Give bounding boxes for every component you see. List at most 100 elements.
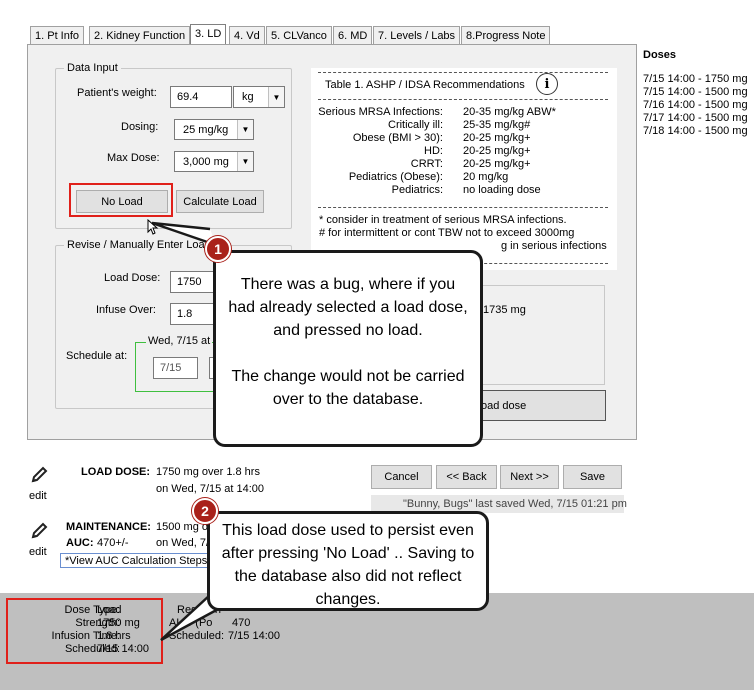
dose-item: 7/18 14:00 - 1500 mg — [643, 125, 748, 137]
scheduled-2-value: 7/15 14:00 — [228, 630, 280, 642]
infusion-time-label: Infusion Time: — [51, 630, 120, 642]
load-summary-group — [481, 285, 605, 385]
load-dose-input[interactable]: 1750 — [170, 271, 215, 293]
revise-legend: Revise / Manually Enter Load — [67, 239, 211, 251]
callout-1-text-b: The change would not be carried over to … — [231, 368, 465, 408]
callout-1: There was a bug, where if you had alread… — [213, 250, 483, 447]
tab-vd[interactable]: 4. Vd — [229, 26, 265, 45]
weight-label: Patient's weight: — [77, 87, 157, 99]
callout-2-text: This load dose used to persist even afte… — [221, 522, 475, 608]
scheduled-value: 7/15 14:00 — [97, 643, 149, 655]
dosing-value: 25 mg/kg — [183, 124, 229, 136]
edit-load-link[interactable]: edit — [29, 490, 47, 502]
cancel-button[interactable]: Cancel — [371, 465, 432, 489]
tab-progress-note[interactable]: 8.Progress Note — [461, 26, 551, 45]
scheduled-2-label: Scheduled: — [169, 630, 225, 642]
table1-row-value: no loading dose — [463, 184, 541, 196]
table1-footnote: # for intermittent or cont TBW not to ex… — [319, 227, 575, 239]
schedule-at-label: Schedule at: — [66, 350, 128, 362]
table1-rule-top — [318, 72, 608, 73]
load-dose-summary-line2: on Wed, 7/15 at 14:00 — [156, 483, 265, 495]
table1-footnote: * consider in treatment of serious MRSA … — [319, 214, 567, 226]
dose-item: 7/15 14:00 - 1750 mg — [643, 73, 748, 85]
callout-2: This load dose used to persist even afte… — [207, 511, 489, 611]
table1-row-label: Critically ill: — [388, 119, 443, 131]
last-saved-text: "Bunny, Bugs" last saved Wed, 7/15 01:21… — [403, 498, 627, 510]
dosing-label: Dosing: — [121, 121, 159, 133]
table1-footnote: g in serious infections — [501, 240, 607, 252]
strength-value: 1750 mg — [97, 617, 140, 629]
table1-row-value: 25-35 mg/kg# — [463, 119, 531, 131]
next-button[interactable]: Next >> — [500, 465, 559, 489]
data-input-legend: Data Input — [67, 62, 118, 74]
dose-type-value: Load — [97, 604, 122, 616]
schedule-date-input[interactable]: 7/15 — [153, 357, 198, 379]
no-load-highlight — [69, 183, 173, 217]
table1-row-value: 20-25 mg/kg+ — [463, 132, 531, 144]
load-dose-label: Load Dose: — [104, 272, 161, 284]
tab-kidney-function[interactable]: 2. Kidney Function — [89, 26, 191, 45]
dose-type-label: Dose Type: — [64, 604, 120, 616]
back-button[interactable]: << Back — [436, 465, 497, 489]
weight-unit-select[interactable]: kg ▼ — [233, 86, 285, 108]
table1-row-label: Pediatrics (Obese): — [348, 171, 443, 183]
tab-levels-labs[interactable]: 7. Levels / Labs — [373, 26, 461, 45]
cursor-arrow-icon — [147, 218, 159, 235]
no-load-button[interactable]: No Load — [76, 190, 168, 213]
maintenance-summary-line1: 1500 mg ov — [156, 521, 214, 533]
doses-title: Doses — [643, 49, 677, 61]
tab-ld[interactable]: 3. LD — [190, 24, 227, 45]
tab-pt-info[interactable]: 1. Pt Info — [30, 26, 85, 45]
schedule-group-label: Wed, 7/15 at — [146, 335, 213, 347]
dose-item: 7/16 14:00 - 1500 mg — [643, 99, 748, 111]
tab-clvanco[interactable]: 5. CLVanco — [266, 26, 332, 45]
strength-label: Strength: — [75, 617, 120, 629]
info-icon[interactable]: i — [536, 73, 558, 95]
maintenance-summary-line2: on Wed, 7/ — [156, 537, 209, 549]
table1-row-value: 20-25 mg/kg+ — [463, 158, 531, 170]
status-auc-value: 470 — [232, 617, 251, 629]
chevron-down-icon: ▼ — [237, 152, 253, 171]
callout-1-text-a: There was a bug, where if you had alread… — [228, 276, 468, 339]
infusion-time-value: 1.8 hrs — [97, 630, 131, 642]
chevron-down-icon: ▼ — [268, 87, 284, 107]
infuse-over-input[interactable]: 1.8 — [170, 303, 215, 325]
table1-row-label: Serious MRSA Infections: — [318, 106, 443, 118]
save-status-bar — [371, 495, 624, 513]
save-button[interactable]: Save — [563, 465, 622, 489]
scheduled-label: Scheduled: — [64, 643, 120, 655]
tab-md[interactable]: 6. MD — [333, 26, 373, 45]
dosing-select[interactable]: 25 mg/kg ▼ — [174, 119, 254, 140]
table1-row-value: 20 mg/kg — [463, 171, 509, 183]
max-dose-select[interactable]: 3,000 mg ▼ — [174, 151, 254, 172]
calculated-dose-text: 1735 mg — [483, 304, 526, 316]
table1-rule-mid — [318, 99, 608, 100]
auc-value: 470+/- — [97, 537, 129, 549]
maintenance-summary-title: MAINTENANCE: — [66, 521, 151, 533]
table1-row-value: 20-25 mg/kg+ — [463, 145, 531, 157]
max-dose-value: 3,000 mg — [183, 156, 229, 168]
callout-2-badge: 2 — [192, 498, 218, 524]
table1-title: Table 1. ASHP / IDSA Recommendations — [325, 79, 525, 91]
weight-input[interactable]: 69.4 — [170, 86, 232, 108]
load-dose-summary-title: LOAD DOSE: — [81, 466, 151, 478]
table1-row-label: Obese (BMI > 30): — [352, 132, 443, 144]
dose-item: 7/15 14:00 - 1500 mg — [643, 86, 748, 98]
table1-row-label: CRRT: — [410, 158, 443, 170]
table1-row-label: Pediatrics: — [391, 184, 443, 196]
edit-pencil-icon[interactable] — [30, 521, 48, 541]
weight-unit-value: kg — [242, 91, 254, 103]
edit-pencil-icon[interactable] — [30, 465, 48, 485]
max-dose-label: Max Dose: — [107, 152, 160, 164]
edit-maintenance-link[interactable]: edit — [29, 546, 47, 558]
table1-row-value: 20-35 mg/kg ABW* — [463, 106, 556, 118]
status-highlight — [6, 598, 163, 664]
dose-item: 7/17 14:00 - 1500 mg — [643, 112, 748, 124]
load-dose-button[interactable]: oad dose — [470, 390, 606, 421]
chevron-down-icon: ▼ — [237, 120, 253, 139]
table1-rule-foot — [318, 207, 608, 208]
load-dose-summary-line1: 1750 mg over 1.8 hrs — [156, 466, 260, 478]
auc-label: AUC: — [66, 537, 94, 549]
infuse-over-label: Infuse Over: — [96, 304, 156, 316]
calculate-load-button[interactable]: Calculate Load — [176, 190, 264, 213]
